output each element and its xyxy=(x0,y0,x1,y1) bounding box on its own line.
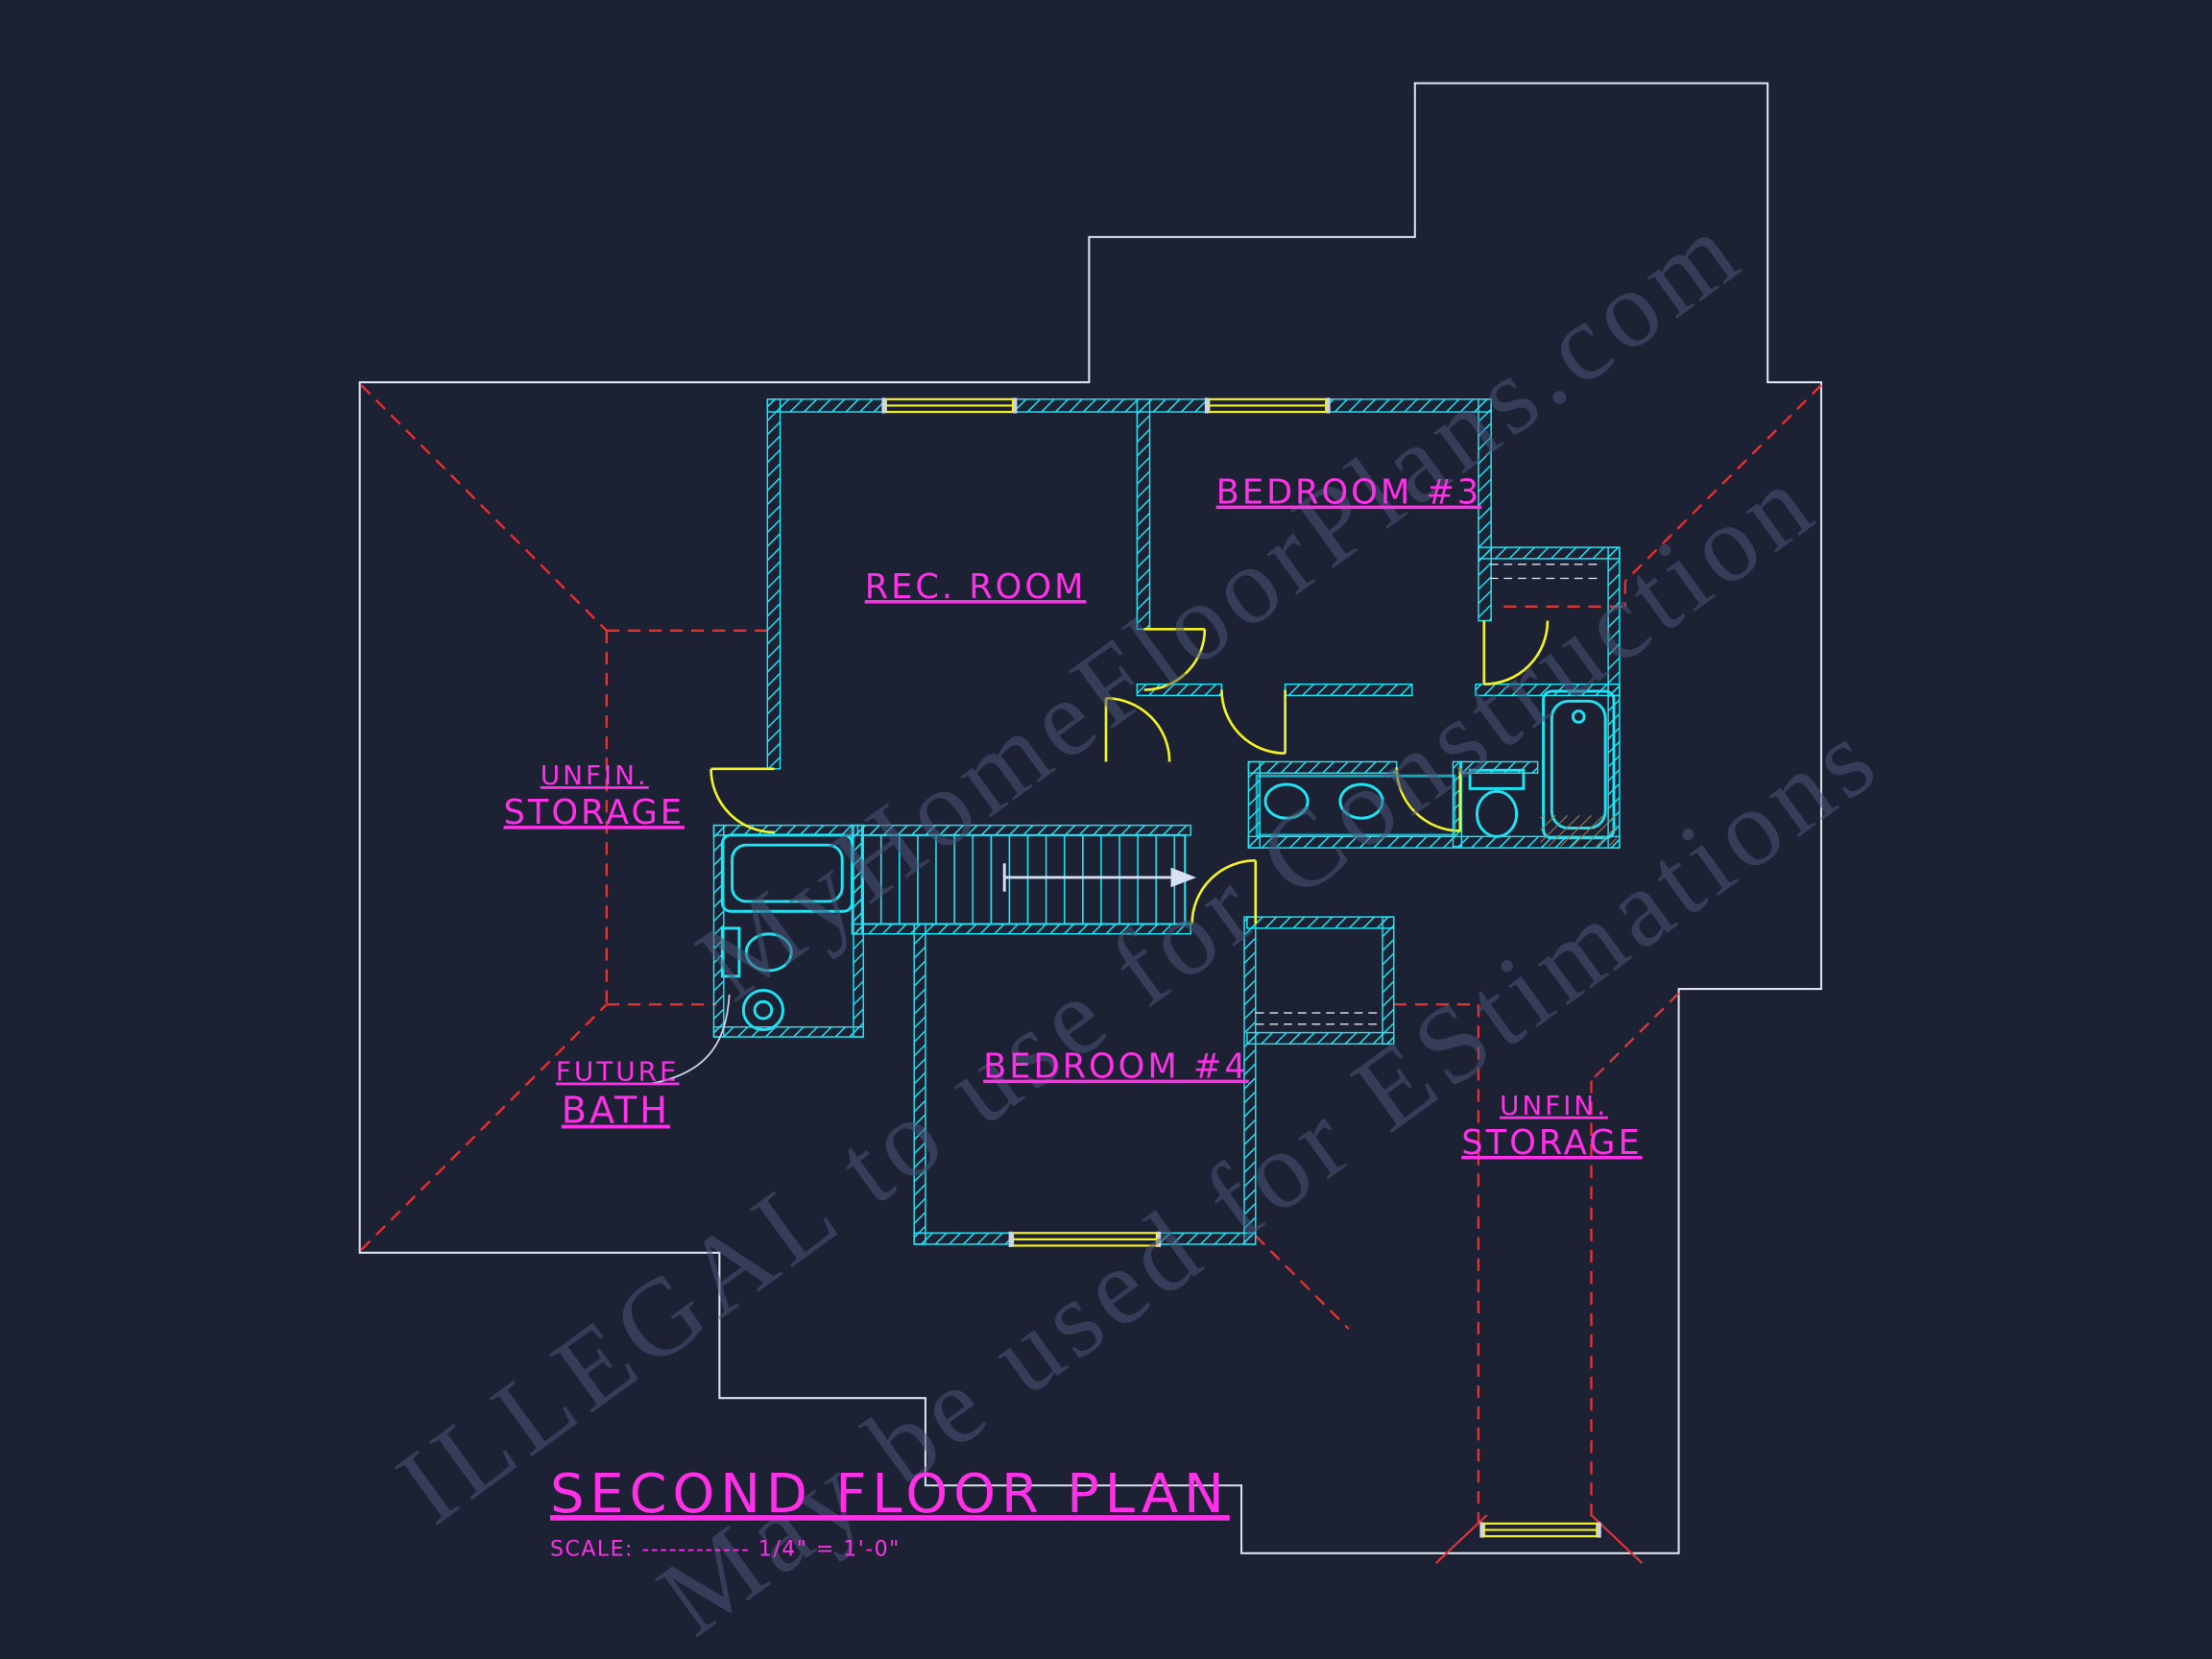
title-block: SECOND FLOOR PLAN SCALE: ------------ 1/… xyxy=(550,1463,1230,1562)
door-swing xyxy=(709,767,775,834)
drawing-scale: SCALE: ------------ 1/4" = 1'-0" xyxy=(550,1538,901,1562)
window xyxy=(881,397,1018,414)
bathtub xyxy=(720,833,854,913)
windows xyxy=(881,397,1601,1538)
wall-segment xyxy=(766,398,781,770)
roof-line xyxy=(1623,384,1822,583)
closet-shelving xyxy=(1255,564,1603,1025)
fixtures xyxy=(720,689,1617,1032)
room-labels: REC. ROOM BEDROOM #3 BEDROOM #4 UNFIN. S… xyxy=(504,473,1642,1163)
label-leader-line xyxy=(651,994,731,1085)
stair-treads xyxy=(860,833,1187,926)
roof-line xyxy=(360,384,608,632)
wall-segment xyxy=(1136,398,1151,631)
sink xyxy=(1263,782,1310,820)
roof-line xyxy=(360,1003,608,1251)
tile-hatch xyxy=(1540,815,1617,847)
door-swing xyxy=(1395,767,1462,832)
wall-segment xyxy=(1012,398,1210,413)
door-swing xyxy=(1190,859,1258,925)
door-swing xyxy=(1143,628,1207,691)
doors xyxy=(709,620,1550,925)
room-label-storage-left-line1: UNFIN. xyxy=(541,759,649,791)
room-label-bedroom3: BEDROOM #3 xyxy=(1216,473,1482,513)
room-label-bedroom4: BEDROOM #4 xyxy=(983,1047,1249,1087)
roof-tick xyxy=(1435,1514,1488,1564)
wall-segment xyxy=(712,1025,864,1038)
window xyxy=(1479,1522,1601,1538)
door-swing xyxy=(1482,620,1550,685)
sink-drain xyxy=(753,999,774,1021)
toilet-tank xyxy=(1468,768,1526,790)
toilet-bowl xyxy=(744,932,793,973)
wall-segment xyxy=(913,1232,1014,1245)
wall-segment xyxy=(1478,546,1621,560)
room-label-storage-left-line2: STORAGE xyxy=(504,793,685,832)
window xyxy=(1204,397,1331,414)
room-label-future-bath-line2: BATH xyxy=(562,1091,670,1133)
drawing-title: SECOND FLOOR PLAN xyxy=(550,1463,1230,1526)
sink xyxy=(1338,782,1384,820)
building-footprint-outline xyxy=(358,82,1823,1554)
door-swing xyxy=(1104,697,1171,762)
wall-segment xyxy=(853,824,865,1038)
toilet-tank xyxy=(720,926,741,978)
wall-segment xyxy=(1284,683,1413,697)
bathtub-basin xyxy=(731,843,844,903)
room-label-storage-right-line2: STORAGE xyxy=(1461,1123,1642,1163)
tub-drain xyxy=(1571,709,1586,724)
stair-arrow-head xyxy=(1170,867,1197,888)
sink xyxy=(741,989,784,1032)
staircase xyxy=(860,833,1197,926)
room-label-rec-room: REC. ROOM xyxy=(865,567,1087,607)
roof-line xyxy=(1254,1235,1350,1330)
window xyxy=(1008,1231,1162,1247)
roof-lines xyxy=(360,384,1822,1564)
toilet-bowl xyxy=(1475,789,1519,838)
door-swing xyxy=(1220,689,1286,755)
wall-segment xyxy=(766,398,890,413)
room-label-future-bath-line1: FUTURE xyxy=(556,1056,680,1088)
vanity-counter xyxy=(1255,774,1456,837)
wall-segment xyxy=(1247,760,1261,849)
room-label-storage-right-line1: UNFIN. xyxy=(1500,1090,1608,1121)
